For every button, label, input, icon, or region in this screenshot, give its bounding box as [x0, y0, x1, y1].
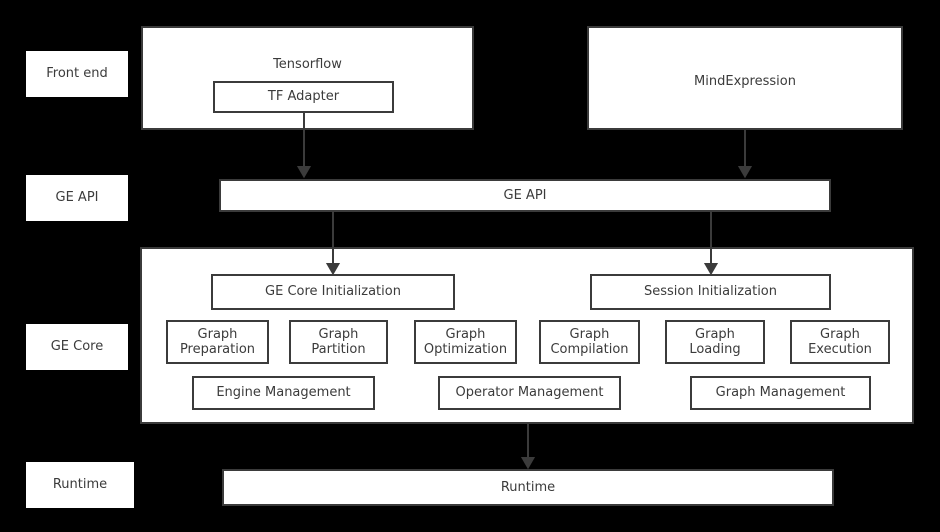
- session-initialization-box[interactable]: Session Initialization: [590, 274, 831, 310]
- lane-label-front-end: Front end: [26, 51, 128, 97]
- ge-core-initialization-box[interactable]: GE Core Initialization: [211, 274, 455, 310]
- graph-compilation-box[interactable]: Graph Compilation: [539, 320, 640, 364]
- operator-management-box[interactable]: Operator Management: [438, 376, 621, 410]
- mindexpression-title: MindExpression: [694, 74, 796, 89]
- graph-loading-box[interactable]: Graph Loading: [665, 320, 765, 364]
- graph-preparation-box[interactable]: Graph Preparation: [166, 320, 269, 364]
- graph-execution-box[interactable]: Graph Execution: [790, 320, 890, 364]
- ge-api-bar[interactable]: GE API: [219, 179, 831, 212]
- lane-label-runtime: Runtime: [26, 462, 134, 508]
- runtime-bar[interactable]: Runtime: [222, 469, 834, 506]
- tf-adapter-box[interactable]: TF Adapter: [213, 81, 394, 113]
- tensorflow-panel[interactable]: Tensorflow: [141, 26, 474, 130]
- engine-management-box[interactable]: Engine Management: [192, 376, 375, 410]
- lane-label-ge-core: GE Core: [26, 324, 128, 370]
- graph-optimization-box[interactable]: Graph Optimization: [414, 320, 517, 364]
- graph-management-box[interactable]: Graph Management: [690, 376, 871, 410]
- tensorflow-title: Tensorflow: [273, 57, 342, 72]
- lane-label-ge-api: GE API: [26, 175, 128, 221]
- graph-partition-box[interactable]: Graph Partition: [289, 320, 388, 364]
- mindexpression-panel[interactable]: MindExpression: [587, 26, 903, 130]
